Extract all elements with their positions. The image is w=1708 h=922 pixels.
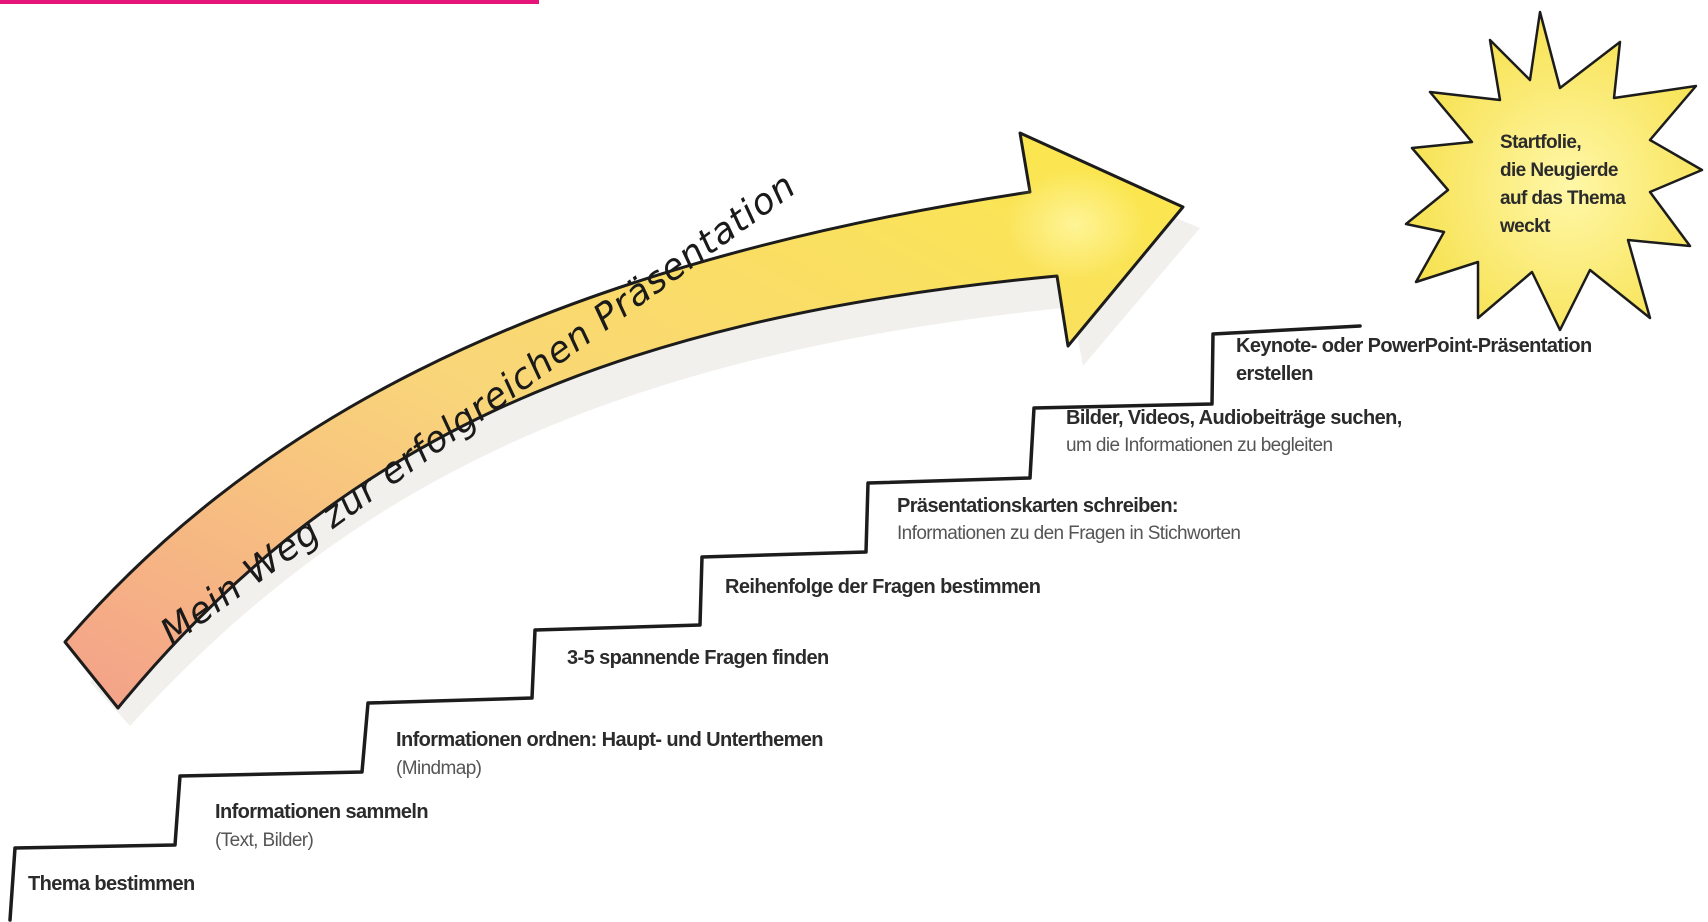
starburst-text: Startfolie, die Neugierde auf das Thema … [1499, 132, 1630, 237]
step-6-label: Präsentationskarten schreiben: Informati… [897, 495, 1240, 544]
step-8-sub: erstellen [1236, 363, 1313, 385]
arrow-tip-glow [1005, 170, 1145, 280]
step-3-sub: (Mindmap) [396, 758, 482, 779]
step-2-sub: (Text, Bilder) [215, 830, 314, 851]
starburst-line: die Neugierde [1500, 160, 1618, 181]
step-7-sub: um die Informationen zu begleiten [1066, 435, 1332, 456]
step-2-label: Informationen sammeln (Text, Bilder) [215, 801, 432, 851]
step-1-main: Thema bestimmen [28, 873, 195, 895]
step-2-main: Informationen sammeln [215, 801, 428, 823]
step-8-main: Keynote- oder PowerPoint-Präsentation [1236, 335, 1592, 357]
top-accent-bar [0, 0, 539, 4]
arrow-shadow [90, 162, 1200, 726]
step-5-label: Reihenfolge der Fragen bestimmen [725, 576, 1040, 598]
step-4-main: 3-5 spannende Fragen finden [567, 647, 829, 669]
step-3-main: Informationen ordnen: Haupt- und Unterth… [396, 729, 823, 751]
step-8-label: Keynote- oder PowerPoint-Präsentation er… [1236, 335, 1596, 385]
staircase-line [8, 324, 1362, 922]
arrow-body [63, 131, 1185, 710]
start-slide-starburst: Startfolie, die Neugierde auf das Thema … [1404, 10, 1704, 332]
starburst-shape [1404, 10, 1704, 332]
starburst-line: Startfolie, [1500, 132, 1581, 153]
starburst-line: auf das Thema [1500, 188, 1626, 209]
step-7-main: Bilder, Videos, Audiobeiträge suchen, [1066, 407, 1402, 429]
arrow-label: Mein Weg zur erfolgreichen Präsentation [153, 165, 804, 653]
step-5-main: Reihenfolge der Fragen bestimmen [725, 576, 1040, 598]
step-6-sub: Informationen zu den Fragen in Stichwort… [897, 523, 1240, 544]
step-3-label: Informationen ordnen: Haupt- und Unterth… [396, 729, 827, 779]
step-1-label: Thema bestimmen [28, 873, 195, 895]
step-7-label: Bilder, Videos, Audiobeiträge suchen, um… [1066, 407, 1406, 456]
starburst-line: weckt [1499, 216, 1551, 237]
progress-arrow: Mein Weg zur erfolgreichen Präsentation [63, 131, 1200, 726]
step-labels: Thema bestimmen Informationen sammeln (T… [28, 335, 1596, 895]
step-4-label: 3-5 spannende Fragen finden [567, 647, 829, 669]
step-6-main: Präsentationskarten schreiben: [897, 495, 1178, 517]
